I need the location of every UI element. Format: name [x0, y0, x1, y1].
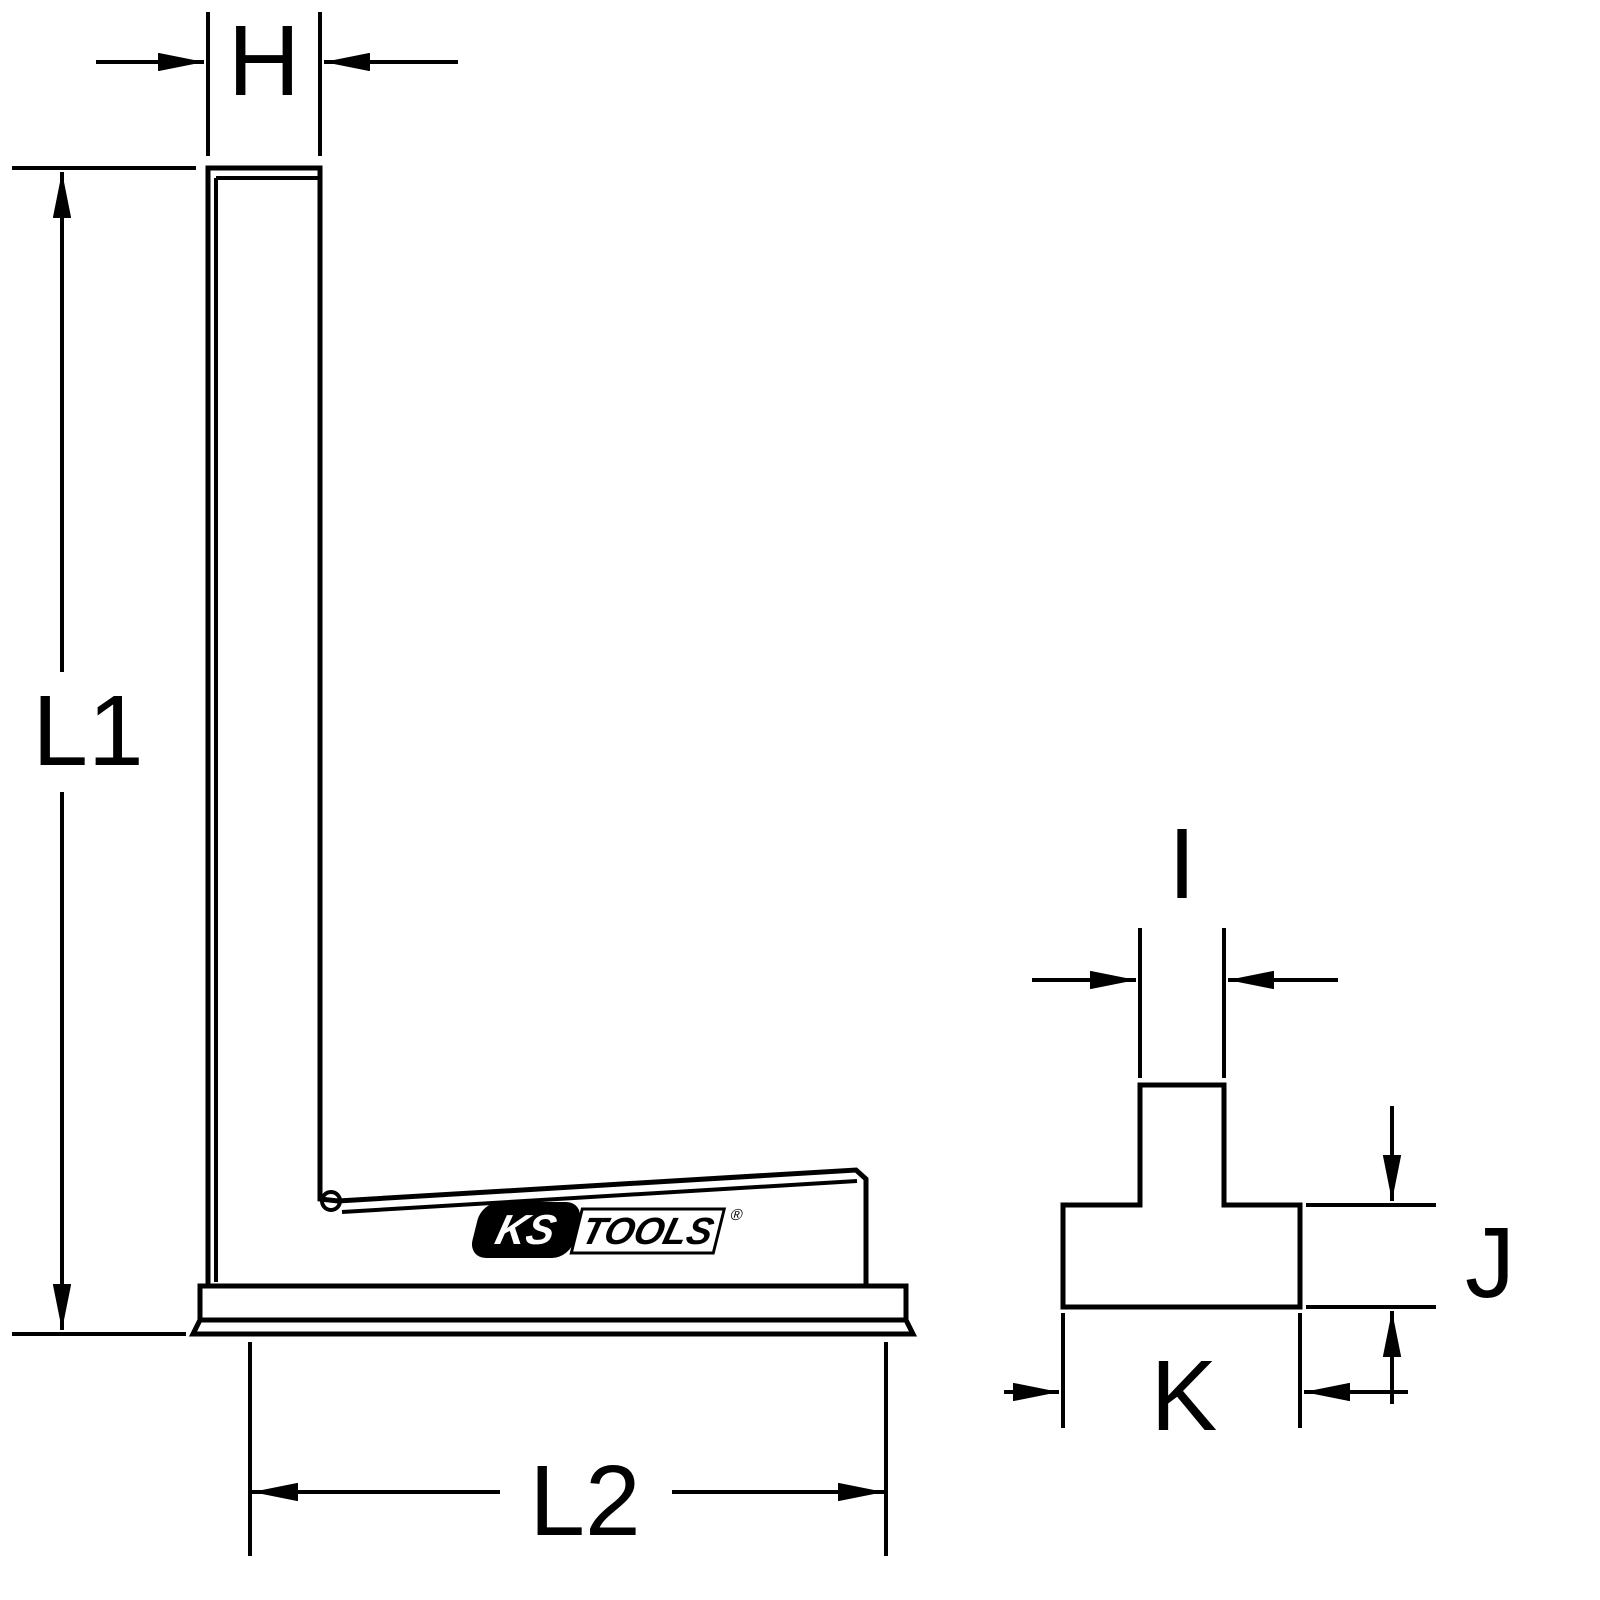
dimension-k: K: [1004, 1313, 1408, 1452]
base-flange-bottom-strip: [188, 1317, 918, 1337]
dim-i-extension-lines: [1138, 928, 1226, 1078]
logo-tools-text: TOOLS: [577, 1211, 718, 1253]
dim-l1-label: L1: [32, 675, 143, 787]
blade-inner-edge-lines: [214, 176, 319, 1282]
base-flange-face: [197, 1283, 909, 1323]
dimension-i: I: [1032, 808, 1338, 1078]
dim-j-label: J: [1465, 1207, 1515, 1319]
blade-and-stock-outline: [205, 165, 869, 1289]
cross-section-view: [1060, 1082, 1303, 1310]
dim-i-label: I: [1168, 808, 1196, 920]
dim-j-extension-lines: [1306, 1203, 1436, 1309]
dim-l2-label: L2: [529, 1445, 640, 1557]
dim-h-extension-lines: [206, 12, 322, 156]
ks-tools-logo: KS TOOLS ®: [471, 1202, 745, 1258]
logo-registered-mark: ®: [729, 1206, 745, 1224]
corner-relief-notch: [320, 1190, 342, 1212]
logo-ks-background: [471, 1202, 581, 1258]
dim-k-label: K: [1151, 1340, 1218, 1452]
logo-ks-text: KS: [491, 1207, 561, 1254]
dimension-l1: L1: [12, 166, 196, 1336]
dim-h-label: H: [228, 5, 300, 117]
dim-k-extension-lines: [1061, 1313, 1302, 1428]
stock-top-inner-edge: [341, 1179, 858, 1214]
dimension-h: H: [96, 5, 458, 156]
cross-section-outline: [1060, 1082, 1303, 1310]
dimension-l2: L2: [248, 1342, 888, 1557]
logo-tools-box: [569, 1207, 727, 1255]
dimension-j: J: [1306, 1106, 1515, 1404]
square-front-view: KS TOOLS ®: [188, 165, 918, 1337]
